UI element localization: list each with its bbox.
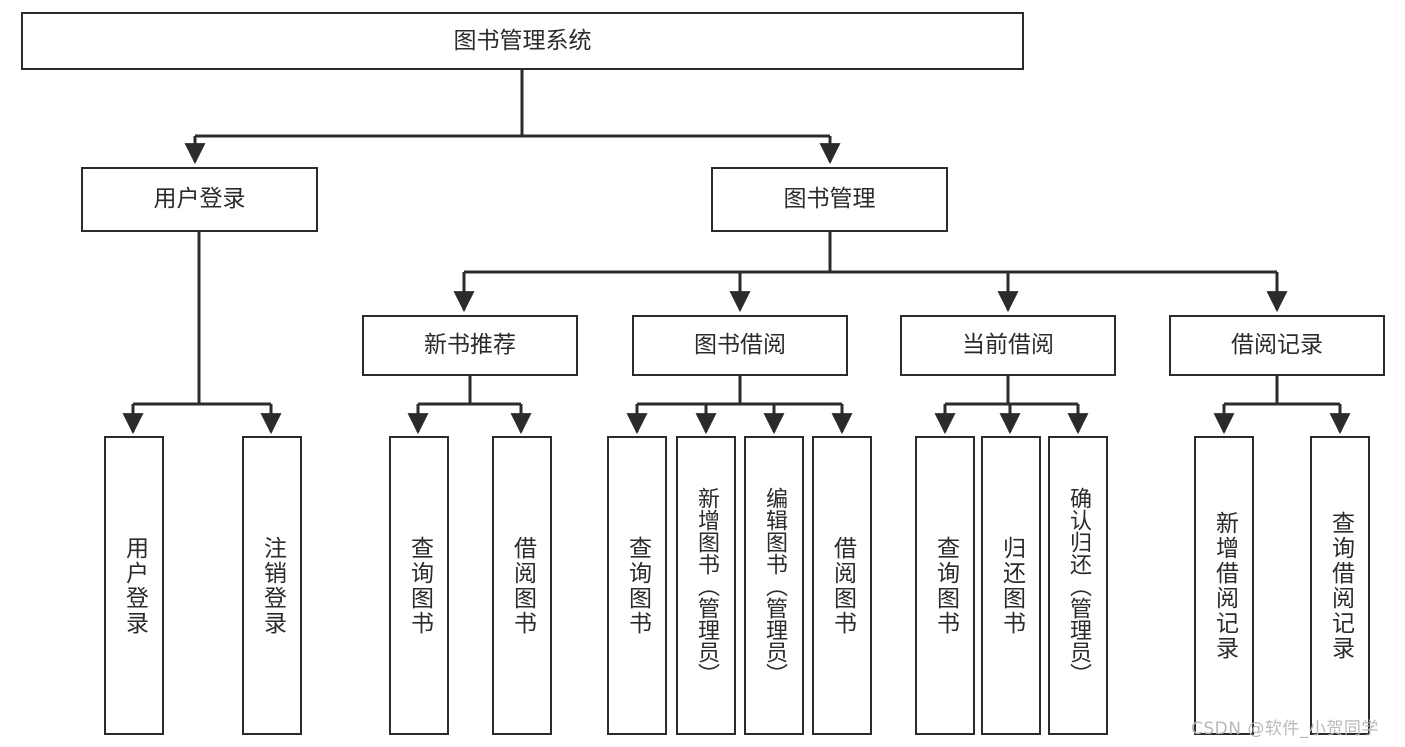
- leaf-add-book[interactable]: 新增图书（管理员）: [676, 436, 736, 735]
- node-label: 用户登录: [121, 535, 148, 636]
- node-label: 确认归还（管理员）: [1066, 486, 1091, 685]
- node-current-borrow[interactable]: 当前借阅: [900, 315, 1116, 376]
- node-label: 新增借阅记录: [1211, 510, 1238, 661]
- node-label: 新增图书（管理员）: [694, 486, 719, 685]
- node-label: 注销登录: [259, 535, 286, 636]
- node-borrow-record[interactable]: 借阅记录: [1169, 315, 1385, 376]
- node-label: 图书管理: [783, 186, 876, 213]
- node-label: 借阅记录: [1231, 332, 1323, 359]
- leaf-borrow-book-2[interactable]: 借阅图书: [812, 436, 872, 735]
- leaf-query-record[interactable]: 查询借阅记录: [1310, 436, 1370, 735]
- leaf-query-book-2[interactable]: 查询图书: [607, 436, 667, 735]
- node-label: 查询图书: [406, 535, 433, 636]
- node-label: 用户登录: [153, 186, 246, 213]
- node-user-login[interactable]: 用户登录: [81, 167, 318, 232]
- node-label: 图书管理系统: [453, 27, 592, 54]
- leaf-query-book-3[interactable]: 查询图书: [915, 436, 975, 735]
- leaf-query-book-1[interactable]: 查询图书: [389, 436, 449, 735]
- node-label: 编辑图书（管理员）: [762, 486, 787, 685]
- node-label: 查询借阅记录: [1327, 510, 1354, 661]
- node-book-management[interactable]: 图书管理: [711, 167, 948, 232]
- node-new-book-recommend[interactable]: 新书推荐: [362, 315, 578, 376]
- leaf-borrow-book-1[interactable]: 借阅图书: [492, 436, 552, 735]
- leaf-add-record[interactable]: 新增借阅记录: [1194, 436, 1254, 735]
- leaf-return-book[interactable]: 归还图书: [981, 436, 1041, 735]
- node-book-management-system[interactable]: 图书管理系统: [21, 12, 1024, 70]
- node-book-borrow[interactable]: 图书借阅: [632, 315, 848, 376]
- node-label: 新书推荐: [424, 332, 516, 359]
- node-label: 当前借阅: [962, 332, 1054, 359]
- leaf-user-login[interactable]: 用户登录: [104, 436, 164, 735]
- leaf-confirm-return[interactable]: 确认归还（管理员）: [1048, 436, 1108, 735]
- node-label: 查询图书: [932, 535, 959, 636]
- node-label: 借阅图书: [829, 535, 856, 636]
- node-label: 图书借阅: [694, 332, 786, 359]
- node-label: 借阅图书: [509, 535, 536, 636]
- node-label: 归还图书: [998, 535, 1025, 636]
- leaf-logout[interactable]: 注销登录: [242, 436, 302, 735]
- node-label: 查询图书: [624, 535, 651, 636]
- leaf-edit-book[interactable]: 编辑图书（管理员）: [744, 436, 804, 735]
